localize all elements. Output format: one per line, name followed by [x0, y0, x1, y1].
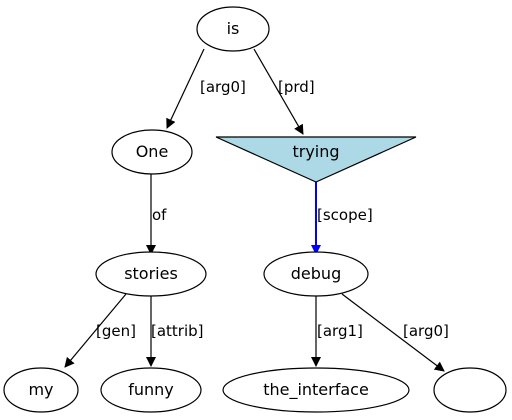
node-debug: debug	[263, 251, 369, 297]
node-shape	[196, 6, 270, 52]
node-trying: trying	[215, 136, 417, 183]
edge-is-trying: [prd]	[253, 48, 315, 135]
node-shape	[111, 129, 193, 175]
edge-stories-my: [gen]	[64, 293, 136, 368]
node-is: is	[196, 6, 270, 52]
node-label: debug	[291, 264, 341, 283]
edge-debug-the-interface: [arg1]	[311, 296, 363, 367]
edge-is-one: [arg0]	[166, 48, 246, 129]
edge-line	[64, 293, 127, 368]
node-the-interface: the_interface	[222, 367, 410, 413]
edge-stories-funny: [attrib]	[146, 296, 204, 367]
node-shape	[95, 251, 207, 297]
node-shape	[222, 367, 410, 413]
edge-label-of: of	[152, 206, 167, 224]
node-label: One	[136, 142, 169, 161]
node-label: the_interface	[263, 380, 369, 400]
node-stories: stories	[95, 251, 207, 297]
node-blank	[433, 367, 507, 413]
node-label: trying	[292, 142, 339, 161]
node-shape	[433, 367, 507, 413]
edge-label-scope: [scope]	[317, 206, 373, 224]
node-label: funny	[128, 380, 174, 399]
edge-line	[341, 293, 445, 372]
edge-label-attrib: [attrib]	[151, 322, 204, 340]
edge-line	[166, 48, 205, 129]
node-shape	[3, 367, 79, 413]
edge-line	[253, 48, 304, 135]
edge-trying-debug: [scope]	[311, 182, 373, 255]
node-label: is	[227, 19, 240, 38]
node-funny: funny	[100, 367, 202, 413]
node-shape	[100, 367, 202, 413]
edge-label-prd: [prd]	[278, 78, 315, 96]
edge-label-gen: [gen]	[96, 322, 136, 340]
node-shape	[215, 136, 417, 183]
node-shape	[263, 251, 369, 297]
node-label: stories	[124, 264, 178, 283]
edge-debug-blank: [arg0]	[341, 293, 449, 372]
edge-label-arg0: [arg0]	[200, 78, 246, 96]
node-one: One	[111, 129, 193, 175]
edge-label-arg0: [arg0]	[403, 322, 449, 340]
node-label: my	[28, 380, 53, 399]
node-my: my	[3, 367, 79, 413]
edge-label-arg1: [arg1]	[317, 322, 363, 340]
edge-one-stories: of	[146, 173, 167, 255]
